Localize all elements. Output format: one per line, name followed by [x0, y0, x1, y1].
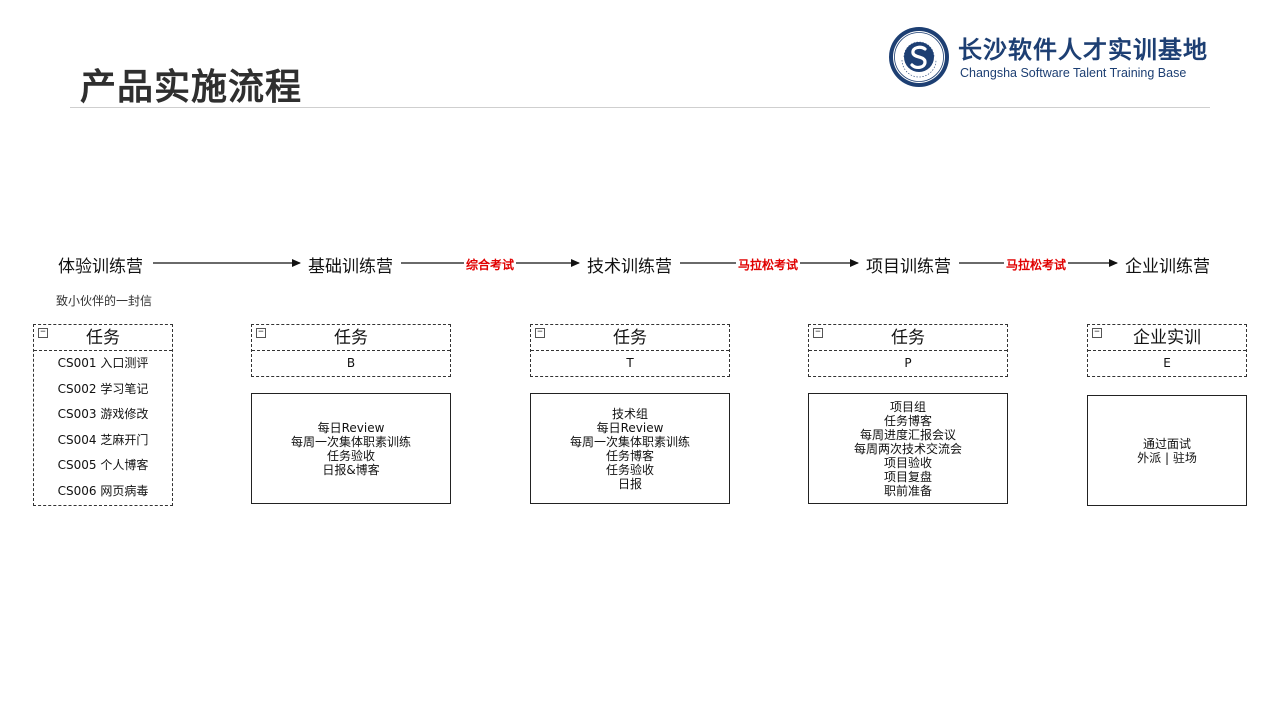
task-box-title: 任务 [34, 325, 172, 351]
list-item: CS001 入口测评 [57, 356, 149, 370]
detail-line: 每日Review [596, 420, 664, 435]
title-divider [70, 107, 1210, 108]
task-box-code: T [626, 356, 634, 370]
detail-line: 项目复盘 [883, 469, 932, 484]
detail-line: 每周两次技术交流会 [853, 441, 962, 456]
detail-line: 外派 | 驻场 [1137, 450, 1197, 465]
detail-line: 项目验收 [883, 455, 932, 470]
detail-line: 每周一次集体职素训练 [290, 434, 411, 449]
list-item: CS006 网页病毒 [57, 483, 149, 498]
detail-line: 通过面试 [1142, 436, 1191, 451]
logo-name-cn: 长沙软件人才实训基地 [958, 36, 1208, 64]
detail-line: 技术组 [611, 406, 648, 421]
task-box-title: 任务 [252, 325, 450, 351]
connector-label-marathon-exam-1: 马拉松考试 [736, 256, 801, 273]
collapse-icon[interactable]: − [535, 328, 545, 338]
list-item: CS002 学习笔记 [57, 381, 149, 396]
task-box-code: E [1163, 356, 1171, 370]
detail-line: 任务验收 [326, 448, 375, 463]
stage-enterprise-camp: 企业训练营 [1125, 257, 1210, 277]
task-box-code: B [346, 356, 356, 370]
task-box-title: 任务 [809, 325, 1007, 351]
list-item: CS003 游戏修改 [57, 407, 149, 421]
detail-box-project: 项目组 任务博客 每周进度汇报会议 每周两次技术交流会 项目验收 项目复盘 职前… [808, 393, 1008, 504]
detail-line: 每日Review [317, 420, 385, 435]
task-box-title: 任务 [531, 325, 729, 351]
task-box-title: 企业实训 [1088, 325, 1246, 351]
task-box-project: 任务 − P [808, 324, 1008, 377]
detail-box-basic: 每日Review 每周一次集体职素训练 任务验收 日报&博客 [251, 393, 451, 504]
letter-to-partners: 致小伙伴的一封信 [56, 294, 153, 308]
detail-line: 日报&博客 [322, 462, 380, 477]
detail-box-tech: 技术组 每日Review 每周一次集体职素训练 任务博客 任务验收 日报 [530, 393, 730, 504]
task-box-tech: 任务 − T [530, 324, 730, 377]
connector-label-comprehensive-exam: 综合考试 [464, 256, 517, 273]
detail-line: 每周进度汇报会议 [859, 427, 956, 442]
task-list: CS001 入口测评 CS002 学习笔记 CS003 游戏修改 CS004 芝… [34, 351, 172, 504]
collapse-icon[interactable]: − [1092, 328, 1102, 338]
stage-tech-camp: 技术训练营 [587, 257, 672, 277]
task-box-code: P [904, 356, 912, 370]
logo-name-en: Changsha Software Talent Training Base [960, 66, 1187, 80]
collapse-icon[interactable]: − [256, 328, 266, 338]
stage-experience-camp: 体验训练营 [58, 257, 143, 277]
stage-basic-camp: 基础训练营 [308, 257, 393, 277]
collapse-icon[interactable]: − [813, 328, 823, 338]
list-item: CS005 个人博客 [57, 458, 149, 472]
detail-line: 任务博客 [605, 448, 654, 463]
seal-logo-icon [889, 27, 949, 87]
detail-line: 职前准备 [883, 483, 932, 498]
detail-line: 每周一次集体职素训练 [569, 434, 690, 449]
detail-line: 项目组 [889, 399, 926, 414]
task-box-basic: 任务 − B [251, 324, 451, 377]
list-item: CS004 芝麻开门 [57, 432, 149, 447]
detail-line: 日报 [617, 476, 642, 491]
task-box-enterprise: 企业实训 − E [1087, 324, 1247, 377]
page-title: 产品实施流程 [80, 67, 303, 108]
detail-box-enterprise: 通过面试 外派 | 驻场 [1087, 395, 1247, 506]
connector-label-marathon-exam-2: 马拉松考试 [1004, 256, 1069, 273]
task-box-experience: 任务 − CS001 入口测评 CS002 学习笔记 CS003 游戏修改 CS… [33, 324, 173, 506]
detail-line: 任务验收 [605, 462, 654, 477]
collapse-icon[interactable]: − [38, 328, 48, 338]
stage-project-camp: 项目训练营 [866, 257, 951, 277]
detail-line: 任务博客 [883, 413, 932, 428]
